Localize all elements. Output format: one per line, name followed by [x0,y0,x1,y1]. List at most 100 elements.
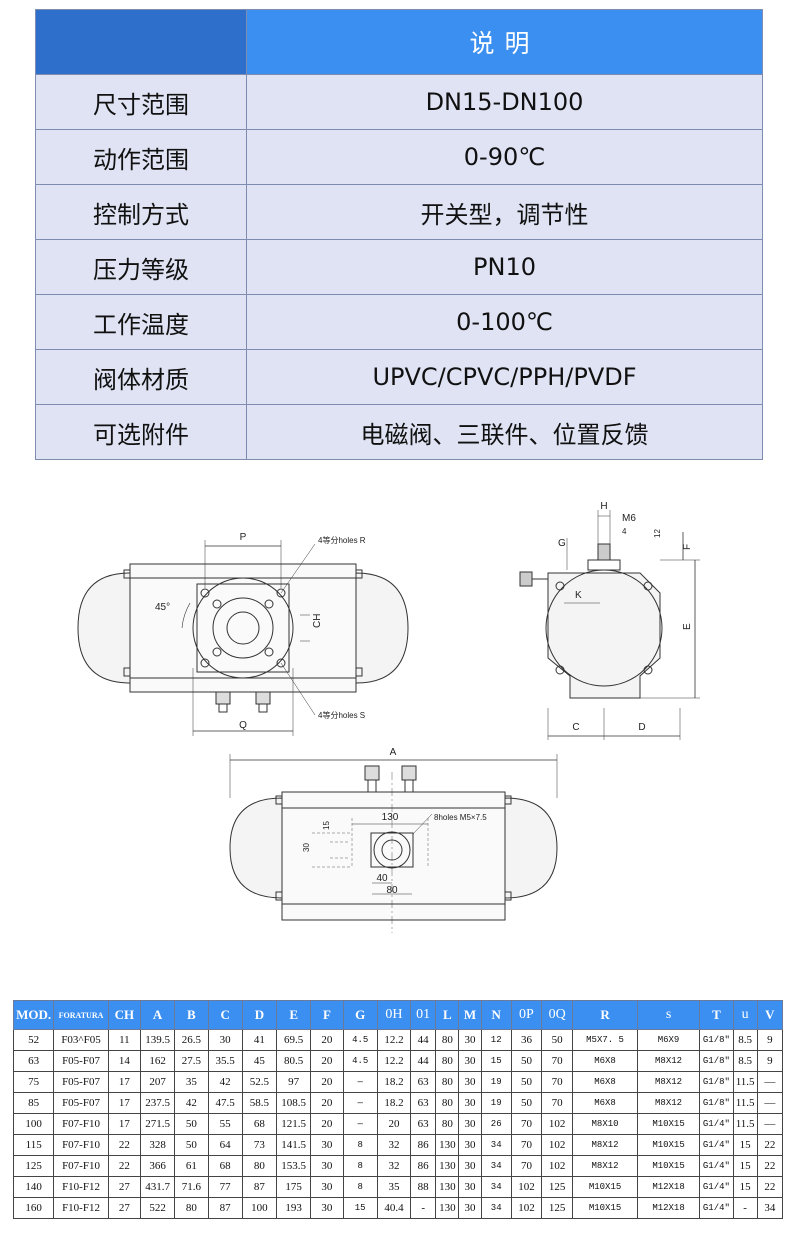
table-cell: 102 [510,1176,543,1198]
table-cell: M6X9 [636,1029,701,1051]
table-cell: 9 [756,1050,784,1072]
table-cell: — [756,1071,784,1093]
table-cell: 18.2 [376,1071,412,1093]
col-header: 0P [510,1000,543,1030]
col-header: 01 [410,1000,437,1030]
holes-s-label: 4等分holes S [318,710,365,720]
table-cell: 30 [458,1092,482,1114]
table-cell: 140 [12,1176,55,1198]
table-cell: 44 [410,1050,437,1072]
table-cell: F05-F07 [53,1050,109,1072]
table-cell: 9 [756,1029,784,1051]
technical-drawing: P 4等分holes R 45° CH 4等分holes S Q H M6 4 … [77,501,700,933]
spec-label: 阀体材质 [35,349,247,405]
table-cell: 61 [174,1155,209,1177]
table-cell: 108.5 [276,1092,312,1114]
table-cell: M6X8 [572,1071,638,1093]
col-header: B [174,1000,209,1030]
table-cell: 162 [139,1050,176,1072]
table-cell: 50 [510,1092,543,1114]
table-cell: 70 [510,1155,543,1177]
table-cell: M10X15 [636,1113,701,1135]
table-cell: 139.5 [139,1029,176,1051]
table-cell: 20 [376,1113,412,1135]
table-cell: 27 [107,1197,141,1219]
table-cell: 22 [756,1176,784,1198]
table-cell: 15 [732,1155,758,1177]
table-cell: 42 [174,1092,209,1114]
col-header: M [458,1000,482,1030]
table-cell: 130 [435,1197,460,1219]
table-cell: F05-F07 [53,1071,109,1093]
table-cell: 70 [541,1092,574,1114]
table-cell: 431.7 [139,1176,176,1198]
table-cell: 55 [207,1113,243,1135]
table-cell: — [756,1092,784,1114]
col-header: G [342,1000,378,1030]
table-cell: 271.5 [139,1113,176,1135]
table-cell: 34 [756,1197,784,1219]
table-cell: 11 [107,1029,141,1051]
model-dimension-table: MOD. FORATURA CH A B C D E F G 0H 01 L M… [12,1000,784,1219]
dim-label-q: Q [239,720,247,731]
table-cell: - [410,1197,437,1219]
table-cell: 34 [480,1197,512,1219]
table-cell: 34 [480,1176,512,1198]
table-cell: — [756,1113,784,1135]
spec-row: 尺寸范围 DN15-DN100 [35,74,763,130]
table-cell: 19 [480,1071,512,1093]
table-cell: 68 [241,1113,278,1135]
dim-label-m6: M6 [622,513,636,524]
dim-label-4: 4 [622,527,627,536]
table-cell: M6X8 [572,1092,638,1114]
table-cell: 20 [310,1050,344,1072]
spec-row: 压力等级 PN10 [35,239,763,295]
table-cell: 68 [207,1155,243,1177]
table-cell: 26 [480,1113,512,1135]
dim-label-30: 30 [302,843,311,852]
table-cell: 41 [241,1029,278,1051]
table-cell: 75 [12,1071,55,1093]
table-cell: 30 [310,1134,344,1156]
col-header: s [636,1000,701,1030]
col-header: N [480,1000,512,1030]
table-cell: 52 [12,1029,55,1051]
dim-label-40: 40 [376,873,388,884]
table-cell: M8X12 [636,1050,701,1072]
table-cell: 97 [276,1071,312,1093]
spec-value: DN15-DN100 [246,74,763,130]
table-cell: 17 [107,1113,141,1135]
dim-label-d: D [638,722,645,733]
col-header: 0H [376,1000,412,1030]
table-cell: 86 [410,1155,437,1177]
table-cell: 80 [435,1071,460,1093]
table-cell: — [342,1071,378,1093]
table-cell: 80 [435,1029,460,1051]
col-header: C [207,1000,243,1030]
spec-label: 尺寸范围 [35,74,247,130]
table-cell: 328 [139,1134,176,1156]
table-cell: 125 [541,1197,574,1219]
spec-label: 控制方式 [35,184,247,240]
spec-value: 电磁阀、三联件、位置反馈 [246,404,763,460]
spec-row: 可选附件 电磁阀、三联件、位置反馈 [35,404,763,460]
table-cell: 15 [732,1134,758,1156]
dim-label-ch: CH [312,614,323,628]
table-cell: 22 [107,1134,141,1156]
table-cell: 80 [174,1197,209,1219]
dim-label-15: 15 [322,821,331,830]
table-cell: 86 [410,1134,437,1156]
table-cell: F05-F07 [53,1092,109,1114]
table-cell: 11.5 [732,1113,758,1135]
table-cell: 4.5 [342,1050,378,1072]
col-header: 0Q [541,1000,574,1030]
table-cell: 153.5 [276,1155,312,1177]
col-header: MOD. [12,1000,55,1030]
dim-label-130: 130 [382,812,399,823]
table-cell: 58.5 [241,1092,278,1114]
